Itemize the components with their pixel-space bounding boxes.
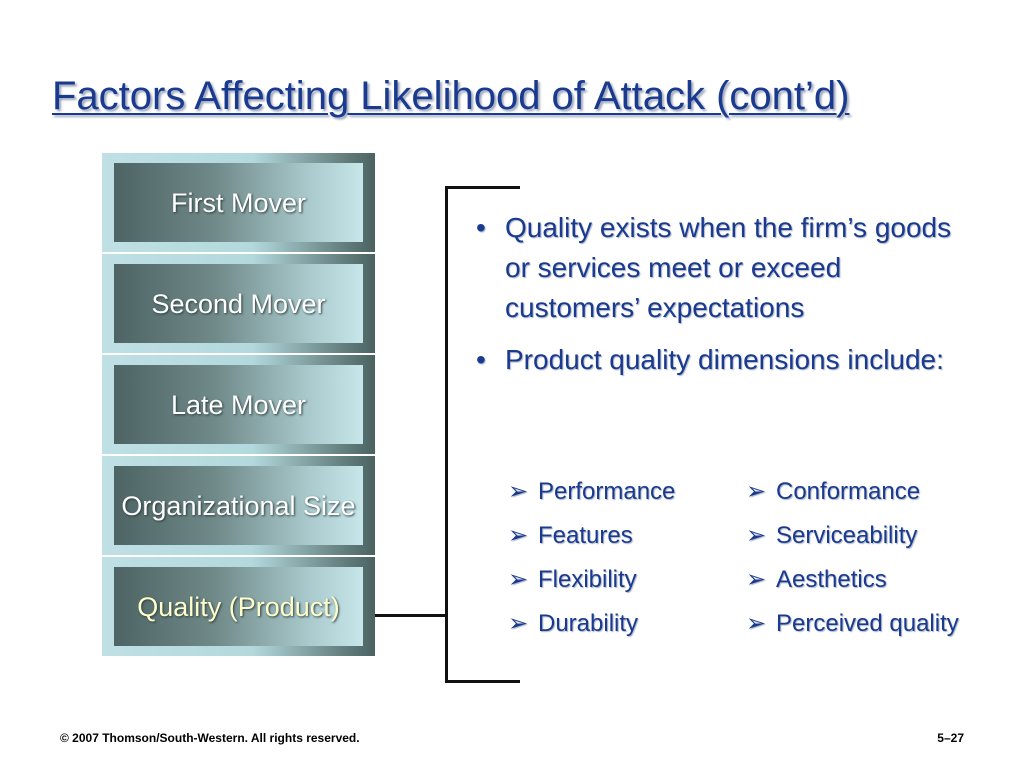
dimension-item: ➢ Flexibility — [508, 563, 746, 597]
quality-dimensions: ➢ Performance ➢ Conformance ➢ Features ➢ Ser… — [508, 475, 978, 641]
arrow-bullet-icon: ➢ — [746, 478, 767, 505]
factor-label-highlighted: Quality (Product) — [114, 567, 363, 646]
dimension-item: ➢ Features — [508, 519, 746, 553]
bullet-list: Quality exists when the firm’s goods or … — [476, 208, 976, 392]
factor-label: Late Mover — [114, 365, 363, 444]
factor-label: Organizational Size — [114, 466, 363, 545]
factor-tile-first-mover: First Mover — [102, 153, 375, 254]
factor-tile-late-mover: Late Mover — [102, 355, 375, 456]
arrow-bullet-icon: ➢ — [508, 610, 529, 637]
factor-tile-quality: Quality (Product) — [102, 557, 375, 658]
arrow-bullet-icon: ➢ — [508, 566, 529, 593]
bullet-item: Quality exists when the firm’s goods or … — [476, 208, 976, 328]
bullet-item: Product quality dimensions include: — [476, 340, 976, 380]
bracket — [445, 186, 520, 683]
connector-line — [375, 614, 447, 617]
factor-tile-second-mover: Second Mover — [102, 254, 375, 355]
dimension-label: Aesthetics — [776, 566, 887, 593]
dimension-label: Serviceability — [776, 522, 918, 549]
dimension-item: ➢ Durability — [508, 607, 746, 641]
dimension-label: Durability — [538, 610, 639, 637]
arrow-bullet-icon: ➢ — [746, 610, 767, 637]
dimension-label: Conformance — [776, 478, 921, 505]
slide-number: 5–27 — [937, 731, 964, 745]
factor-label: Second Mover — [114, 264, 363, 343]
arrow-bullet-icon: ➢ — [508, 478, 529, 505]
dimension-label: Perceived quality — [776, 610, 959, 637]
factor-tile-organizational-size: Organizational Size — [102, 456, 375, 557]
factor-stack: First Mover Second Mover Late Mover Orga… — [102, 153, 375, 658]
dimension-item: ➢ Performance — [508, 475, 746, 509]
dimension-item: ➢ Serviceability — [746, 519, 978, 553]
arrow-bullet-icon: ➢ — [746, 522, 767, 549]
slide-title: Factors Affecting Likelihood of Attack (… — [52, 74, 850, 118]
dimension-label: Features — [538, 522, 633, 549]
arrow-bullet-icon: ➢ — [508, 522, 529, 549]
dimension-item: ➢ Conformance — [746, 475, 978, 509]
dimension-item: ➢ Aesthetics — [746, 563, 978, 597]
dimension-item: ➢ Perceived quality — [746, 607, 978, 641]
copyright-footer: © 2007 Thomson/South-Western. All rights… — [60, 731, 360, 745]
dimension-label: Flexibility — [538, 566, 637, 593]
dimension-label: Performance — [538, 478, 676, 505]
arrow-bullet-icon: ➢ — [746, 566, 767, 593]
factor-label: First Mover — [114, 163, 363, 242]
